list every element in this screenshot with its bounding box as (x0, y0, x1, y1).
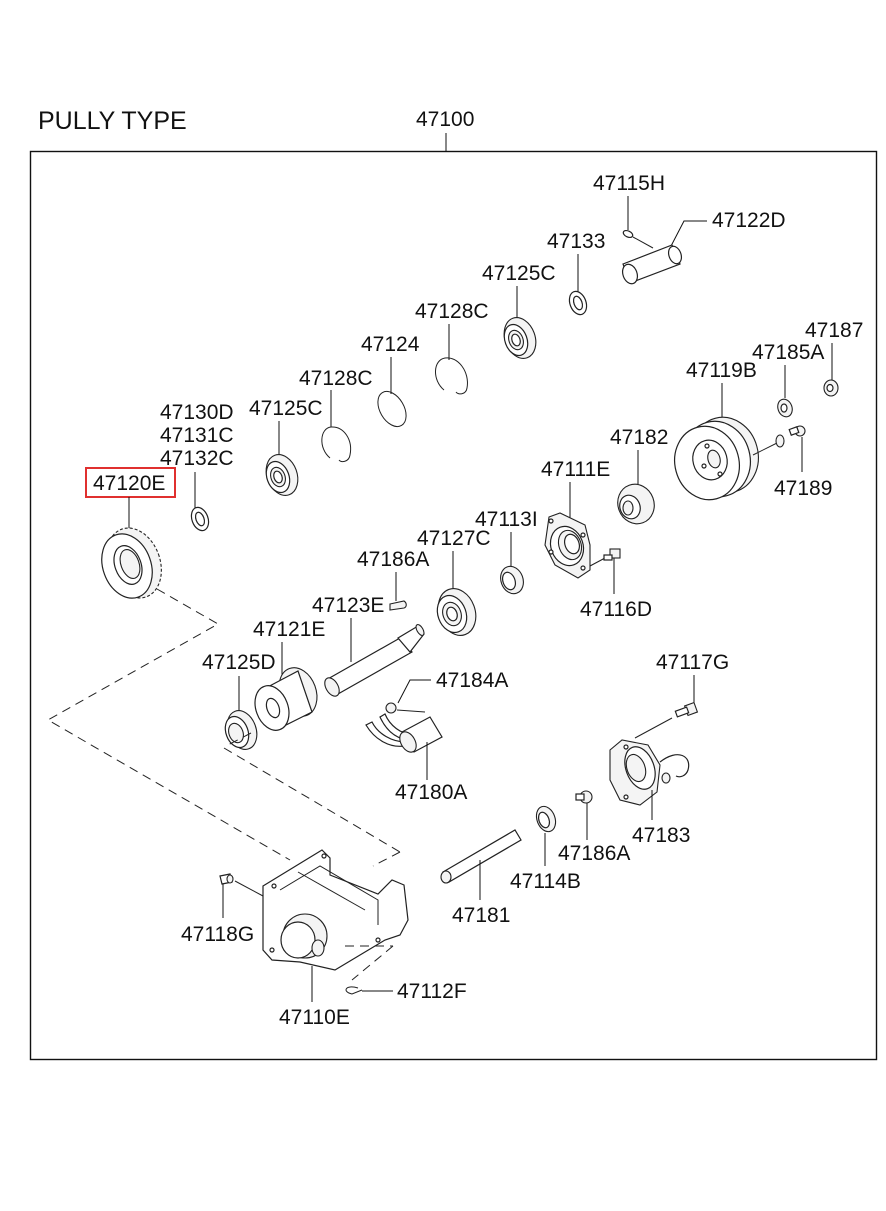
washer-47133 (568, 290, 588, 316)
bearing-47125C-top (503, 317, 537, 359)
cover-47183 (609, 739, 690, 806)
part-label-47186A-bot[interactable]: 47186A (558, 842, 630, 865)
part-label-47100[interactable]: 47100 (416, 108, 474, 131)
part-label-47131C[interactable]: 47131C (160, 424, 234, 447)
guide-47119B (752, 442, 778, 456)
part-label-47127C[interactable]: 47127C (417, 527, 491, 550)
part-label-47185A[interactable]: 47185A (752, 341, 824, 364)
assembly-frame (29, 150, 878, 1061)
set-screw-47115H (622, 229, 634, 239)
part-label-47187[interactable]: 47187 (805, 319, 863, 342)
leader-47122D (669, 220, 707, 249)
part-label-47119B[interactable]: 47119B (686, 359, 757, 382)
part-label-47125D[interactable]: 47125D (202, 651, 276, 674)
part-label-47112F[interactable]: 47112F (397, 980, 467, 1003)
washer-47185A (777, 398, 793, 418)
part-label-47133[interactable]: 47133 (547, 230, 605, 253)
assembly-guide-lines (46, 588, 401, 981)
part-label-47111E[interactable]: 47111E (541, 458, 610, 481)
bearing-47125C-mid (265, 454, 299, 496)
guide-47117G (634, 717, 673, 739)
part-label-47181[interactable]: 47181 (452, 904, 510, 927)
clip-47112F (345, 986, 363, 995)
grease-fitting-47184A (385, 702, 397, 714)
part-label-47117G[interactable]: 47117G (656, 651, 729, 674)
guide-47118G (234, 880, 264, 897)
nut-47187 (823, 379, 839, 397)
part-label-47125C-mid[interactable]: 47125C (249, 397, 323, 420)
part-label-47110E[interactable]: 47110E (279, 1006, 350, 1029)
guide-47115H (632, 236, 654, 249)
part-label-47121E[interactable]: 47121E (253, 618, 325, 641)
pin-sleeve-47122D (621, 244, 683, 285)
plug-47186A (575, 790, 593, 804)
fork-47180A (365, 713, 443, 753)
highlight-box-47120E (85, 467, 176, 498)
part-label-47130D[interactable]: 47130D (160, 401, 234, 424)
part-label-47132C[interactable]: 47132C (160, 447, 234, 470)
gear-47121E (254, 667, 318, 731)
part-label-47113I[interactable]: 47113I (475, 508, 538, 531)
part-label-47114B[interactable]: 47114B (510, 870, 581, 893)
part-label-47183[interactable]: 47183 (632, 824, 690, 847)
part-label-47124[interactable]: 47124 (361, 333, 420, 356)
bolt-47189 (788, 425, 806, 437)
diagram-title: PULLY TYPE (38, 107, 187, 135)
bearing-47125D (224, 710, 258, 750)
bolt-47117G (674, 701, 699, 718)
gear-47120E (101, 527, 162, 599)
washer-small-47119B (775, 434, 785, 448)
part-label-47123E[interactable]: 47123E (312, 594, 384, 617)
part-label-47118G[interactable]: 47118G (181, 923, 254, 946)
shim-47130D (190, 506, 210, 532)
part-label-47116D[interactable]: 47116D (580, 598, 652, 621)
seal-47114B (535, 805, 557, 833)
part-label-47122D[interactable]: 47122D (712, 209, 786, 232)
bearing-47127C (436, 588, 477, 636)
part-label-47125C-top[interactable]: 47125C (482, 262, 556, 285)
flange-47182 (617, 483, 655, 525)
part-label-47186A-top[interactable]: 47186A (357, 548, 429, 571)
key-47186A (389, 600, 407, 611)
part-label-47115H[interactable]: 47115H (593, 172, 665, 195)
shaft-47181 (440, 829, 522, 884)
leader-47184A (397, 679, 431, 704)
ring-47124 (377, 390, 407, 428)
bolt-47116D (603, 548, 621, 561)
guide-47184A (396, 709, 426, 713)
part-label-47128C-top[interactable]: 47128C (415, 300, 489, 323)
part-label-47120E[interactable]: 47120E (93, 472, 165, 495)
shaft-47123E (324, 624, 425, 697)
pin-47118G (219, 873, 234, 885)
guide-47116D (589, 557, 606, 567)
bearing-housing-47111E (544, 512, 591, 579)
part-label-47180A[interactable]: 47180A (395, 781, 467, 804)
part-label-47189[interactable]: 47189 (774, 477, 832, 500)
part-label-47182[interactable]: 47182 (610, 426, 668, 449)
seal-47113I (500, 565, 524, 595)
pulley-47119B (674, 416, 759, 501)
part-label-47128C-mid[interactable]: 47128C (299, 367, 373, 390)
snap-ring-47128C-mid (321, 426, 352, 463)
part-label-47184A[interactable]: 47184A (436, 669, 508, 692)
snap-ring-47128C-top (435, 357, 468, 395)
housing-47110E (262, 849, 409, 971)
